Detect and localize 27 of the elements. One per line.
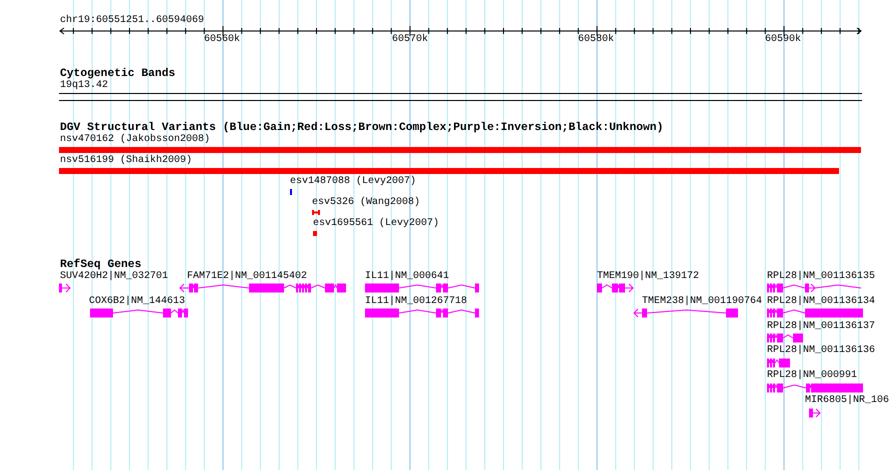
gene-label: IL11|NM_000641 (365, 271, 450, 283)
gene-label: SUV420H2|NM_032701 (60, 271, 168, 283)
gene-label: RPL28|NM_000991 (767, 370, 858, 382)
gene-label: MIR6805|NR_106 (805, 395, 890, 407)
gene-label: TMEM190|NM_139172 (597, 271, 700, 283)
variant-label: nsv470162 (Jakobsson2008) (60, 134, 210, 146)
gene-label: RPL28|NM_001136134 (767, 296, 876, 308)
variant-label: esv1487088 (Levy2007) (290, 176, 416, 188)
variant-label: esv1695561 (Levy2007) (313, 218, 440, 230)
track-heading: Cytogenetic Bands (60, 68, 176, 80)
tick-label: 60590k (765, 34, 802, 46)
variant-label: nsv516199 (Shaikh2009) (60, 155, 192, 167)
track-heading: RefSeq Genes (60, 259, 142, 271)
gene-label: RPL28|NM_001136137 (767, 321, 876, 333)
gene-label: TMEM238|NM_001190764 (642, 296, 762, 308)
gene-label: FAM71E2|NM_001145402 (187, 271, 308, 283)
track-heading: DGV Structural Variants (Blue:Gain;Red:Loss;Brown:Complex;Purple:Inversion;Black:Unknown) (60, 122, 664, 134)
variant-label: esv5326 (Wang2008) (312, 197, 420, 209)
region-title: chr19:60551251..60594069 (60, 15, 204, 27)
gene-label: COX6B2|NM_144613 (89, 296, 186, 308)
gene-label: IL11|NM_001267718 (365, 296, 468, 308)
gene-label: RPL28|NM_001136136 (767, 345, 876, 357)
tick-label: 60570k (392, 34, 428, 46)
band-label: 19q13.42 (60, 80, 108, 92)
gene-label: RPL28|NM_001136135 (767, 271, 876, 283)
tick-label: 60560k (204, 34, 240, 46)
tick-label: 60580k (578, 34, 614, 46)
